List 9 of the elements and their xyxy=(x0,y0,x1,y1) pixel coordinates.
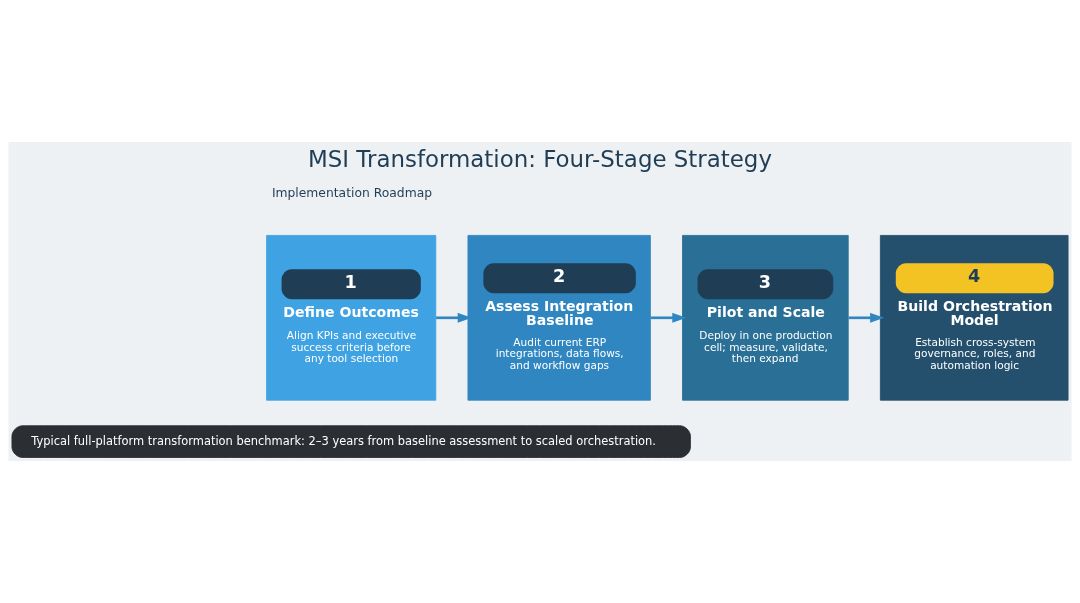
label: Implementation Roadmap xyxy=(271,186,433,201)
node-box: 3 Pilot and Scale Deploy in one production cell; measure, validate, then expand xyxy=(682,234,849,401)
node-box: 2 Assess Integration Baseline Audit current ERP integrations, data flows, and workflow gaps xyxy=(467,234,651,401)
node-box: 4 Build Orchestration Model Establish cross-system governance, roles, and automation logic xyxy=(879,234,1069,401)
node-box: Typical full-platform transformation benchmark: 2–3 years from baseline assessment to scaled orchestration. xyxy=(11,425,691,458)
node-box: 1 Define Outcomes Align KPIs and executive success criteria before any tool selection xyxy=(266,234,437,401)
diagram-title: MSI Transformation: Four-Stage Strategy xyxy=(308,146,772,173)
arrow xyxy=(650,312,687,323)
arrow xyxy=(848,312,885,323)
